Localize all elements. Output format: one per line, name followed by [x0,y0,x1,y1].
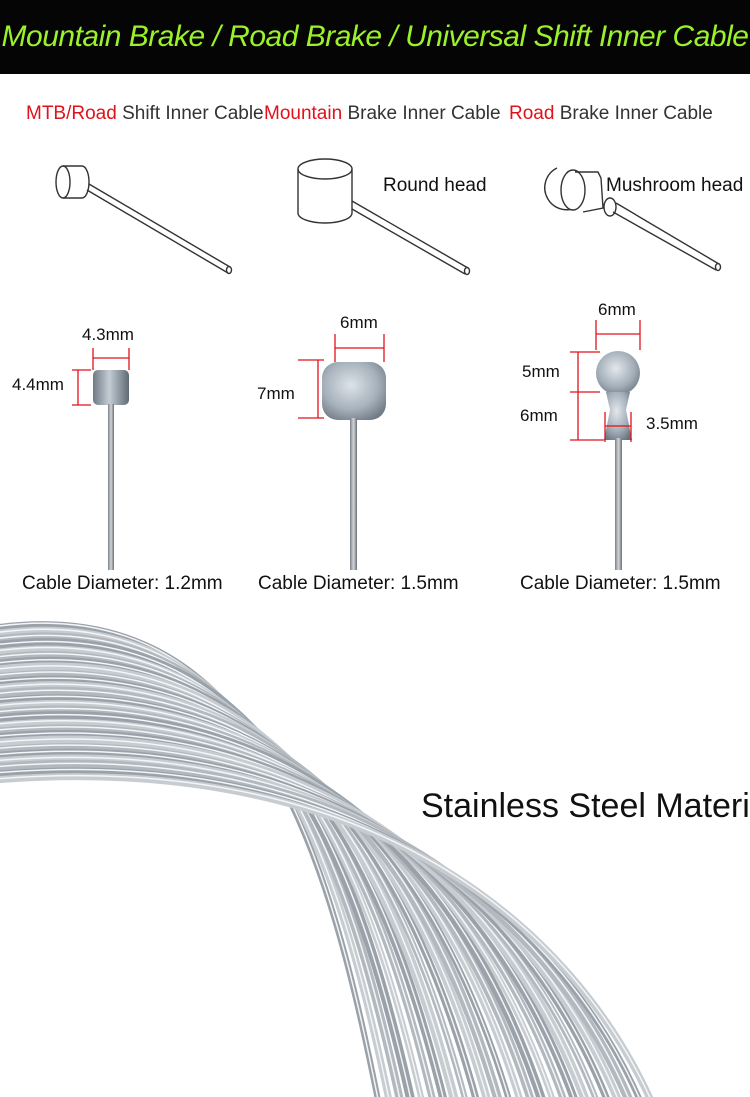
cable-diameter-shift: Cable Diameter: 1.2mm [22,573,223,594]
column-title-rest: Shift Inner Cable [116,103,264,124]
mushroom-head-cable-photo [570,320,641,570]
round-head-cable-photo [298,334,386,570]
head-height-dim: 7mm [257,384,295,403]
head-width-dim: 6mm [340,313,378,332]
column-title-mountain-brake: Mountain Brake Inner Cable [264,103,501,125]
mushroom-head-label: Mushroom head [606,175,744,196]
page-title: Mountain Brake / Road Brake / Universal … [1,20,749,53]
column-title-accent: MTB/Road [26,103,117,124]
head-height-dim: 4.4mm [12,375,64,394]
head-width-dim: 4.3mm [82,325,134,344]
material-label: Stainless Steel Material [421,787,750,825]
head-height-dim: 5mm [522,362,560,381]
round-head-cable-icon [297,158,471,276]
title-banner: Mountain Brake / Road Brake / Universal … [0,0,750,74]
mushroom-head-cable-icon [544,167,722,272]
cable-diameter-mountain: Cable Diameter: 1.5mm [258,573,459,594]
column-title-rest: Brake Inner Cable [554,103,713,124]
coil-strand-highlight [0,775,651,1097]
shift-cable-photo [72,348,130,570]
coiled-cable-photo [0,621,653,1097]
cable-diameter-road: Cable Diameter: 1.5mm [520,573,721,594]
neck-width-dim: 3.5mm [646,414,698,433]
column-title-shift: MTB/Road Shift Inner Cable [26,103,264,125]
column-title-road-brake: Road Brake Inner Cable [509,103,713,125]
cylinder-head-cable-icon [55,165,233,275]
column-title-accent: Road [509,103,555,124]
round-head-label: Round head [383,175,487,196]
column-title-rest: Brake Inner Cable [342,103,501,124]
head-width-dim: 6mm [598,300,636,319]
neck-height-dim: 6mm [520,406,558,425]
column-title-accent: Mountain [264,103,343,124]
